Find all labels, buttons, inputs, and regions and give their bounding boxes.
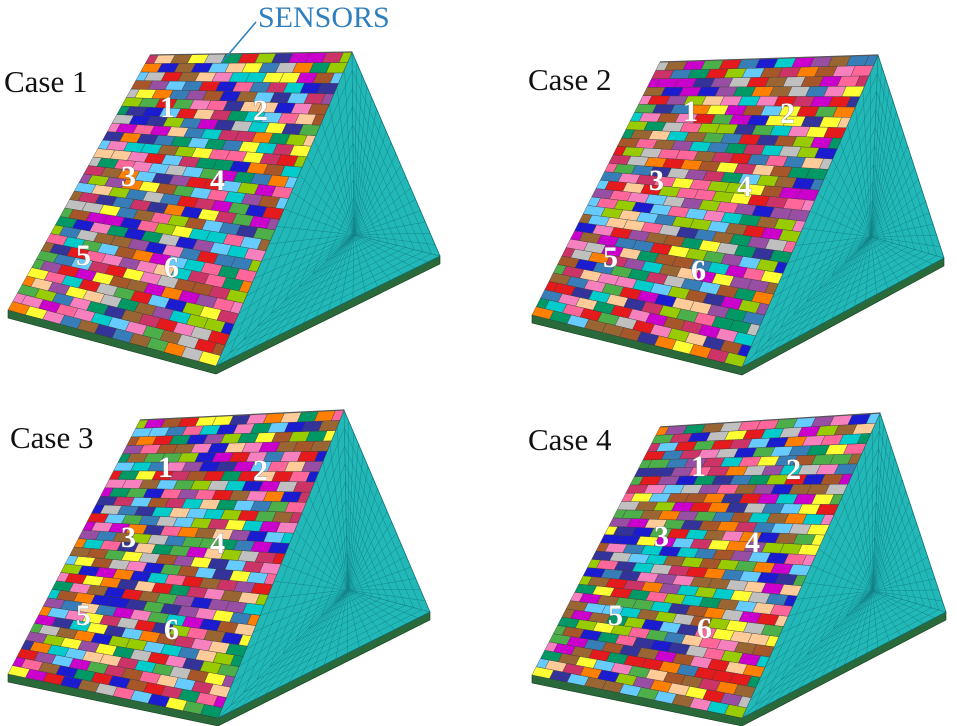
sensor-label-4: 4: [745, 526, 760, 559]
side-mesh: [217, 409, 431, 719]
sensors-callout-leader: [221, 21, 257, 63]
sensor-label-5: 5: [76, 599, 91, 632]
sensor-label-1: 1: [158, 451, 173, 484]
masonry-blocks: [7, 51, 353, 367]
panel-case4: Case 4 1 2 3 4 5 6: [528, 411, 947, 726]
sensor-label-2: 2: [780, 97, 795, 130]
masonry-prism-case3: [7, 408, 431, 726]
prism-ridge: [149, 51, 353, 56]
side-mesh: [215, 51, 441, 367]
side-mesh: [741, 412, 947, 719]
masonry-prism-case1: [7, 50, 441, 375]
prism-ridge: [659, 54, 879, 63]
panel-case1: Case 1 1 2 3 4 5 6: [4, 50, 441, 375]
sensor-label-5: 5: [608, 599, 623, 632]
sensor-label-4: 4: [210, 527, 225, 560]
sensor-label-3: 3: [121, 521, 136, 554]
prism-ridge: [139, 409, 345, 421]
panel-case3: Case 3 1 2 3 4 5 6: [7, 408, 431, 726]
side-mesh: [741, 54, 945, 368]
case-label-2: Case 2: [528, 62, 612, 97]
sensor-label-2: 2: [253, 454, 268, 487]
sensor-label-1: 1: [683, 95, 698, 128]
sensor-label-2: 2: [253, 94, 268, 127]
sensors-callout-label: SENSORS: [258, 1, 390, 34]
sensor-label-3: 3: [121, 160, 136, 193]
sensor-label-3: 3: [654, 520, 669, 553]
sensor-label-1: 1: [160, 91, 175, 124]
sensor-label-6: 6: [164, 251, 179, 284]
sensor-label-6: 6: [691, 254, 706, 287]
masonry-blocks: [531, 54, 879, 368]
sensor-label-4: 4: [210, 164, 225, 197]
prism-ridge: [659, 412, 881, 428]
masonry-prism-case2: [531, 53, 945, 376]
sensor-label-4: 4: [737, 170, 752, 203]
panel-case2: Case 2 1 2 3 4 5 6: [528, 53, 945, 376]
case-label-4: Case 4: [528, 422, 612, 457]
sensor-label-1: 1: [691, 450, 706, 483]
masonry-blocks: [531, 412, 881, 719]
sensor-label-5: 5: [603, 241, 618, 274]
masonry-blocks: [7, 409, 345, 719]
sensor-label-5: 5: [76, 239, 91, 272]
case-label-1: Case 1: [4, 64, 88, 99]
sensor-label-6: 6: [697, 612, 712, 645]
sensor-label-2: 2: [786, 453, 801, 486]
sensor-label-3: 3: [649, 164, 664, 197]
case-label-3: Case 3: [10, 420, 94, 455]
sensor-label-6: 6: [164, 613, 179, 646]
masonry-prism-case4: [531, 411, 947, 726]
